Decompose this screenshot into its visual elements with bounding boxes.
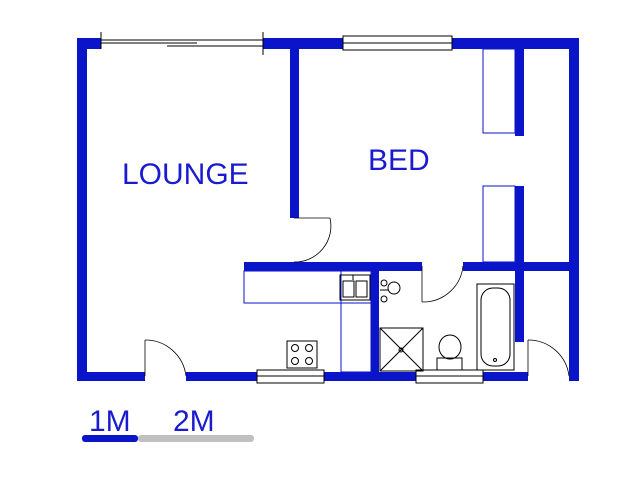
wall-closet-upper <box>515 46 524 136</box>
wall-bottom-4 <box>483 372 528 381</box>
bathroom <box>379 279 515 372</box>
kitchen-counter-side <box>340 270 372 373</box>
doors <box>144 217 570 377</box>
toilet-icon <box>436 334 463 371</box>
room-label-bed: BED <box>368 144 430 177</box>
scale-label-1m: 1M <box>89 405 131 438</box>
window-kitchen-bottom <box>256 369 325 384</box>
wall-bottom-1 <box>77 372 145 381</box>
closet <box>482 48 516 263</box>
kitchen-counter <box>243 270 372 304</box>
wall-right <box>569 38 579 381</box>
wall-bathroom-left <box>371 262 379 381</box>
door-side <box>527 339 570 377</box>
window-lounge-top <box>100 32 264 55</box>
window-bed-top <box>342 35 453 51</box>
wall-bottom-2 <box>186 372 257 381</box>
wall-lounge-bed <box>290 38 299 218</box>
door-bed <box>293 217 332 263</box>
room-label-lounge: LOUNGE <box>122 158 249 191</box>
wall-top-mid <box>263 38 343 49</box>
exterior-walls <box>77 38 579 381</box>
door-bathroom <box>421 265 464 303</box>
shower-icon <box>379 327 424 372</box>
bathtub-icon <box>476 283 515 371</box>
wall-top-left <box>77 38 101 49</box>
sink-icon <box>339 274 371 301</box>
scale-label-2m: 2M <box>173 405 215 438</box>
wall-top-right <box>452 38 579 49</box>
wall-bath-right <box>515 262 524 342</box>
scale-bar-second-meter <box>138 435 254 442</box>
window-bath-bottom <box>415 369 484 384</box>
wall-left <box>77 38 87 381</box>
wall-mid-horizontal-left <box>244 262 422 271</box>
wall-bottom-3 <box>324 372 416 381</box>
scale-bar-first-meter <box>82 435 138 442</box>
door-front <box>144 339 187 377</box>
basin-icon <box>380 279 401 303</box>
kitchen <box>243 270 372 373</box>
stove-icon <box>286 340 318 369</box>
interior-walls <box>244 38 579 381</box>
scale-bar: 1M 2M <box>82 405 254 442</box>
wall-closet-lower <box>515 186 524 271</box>
